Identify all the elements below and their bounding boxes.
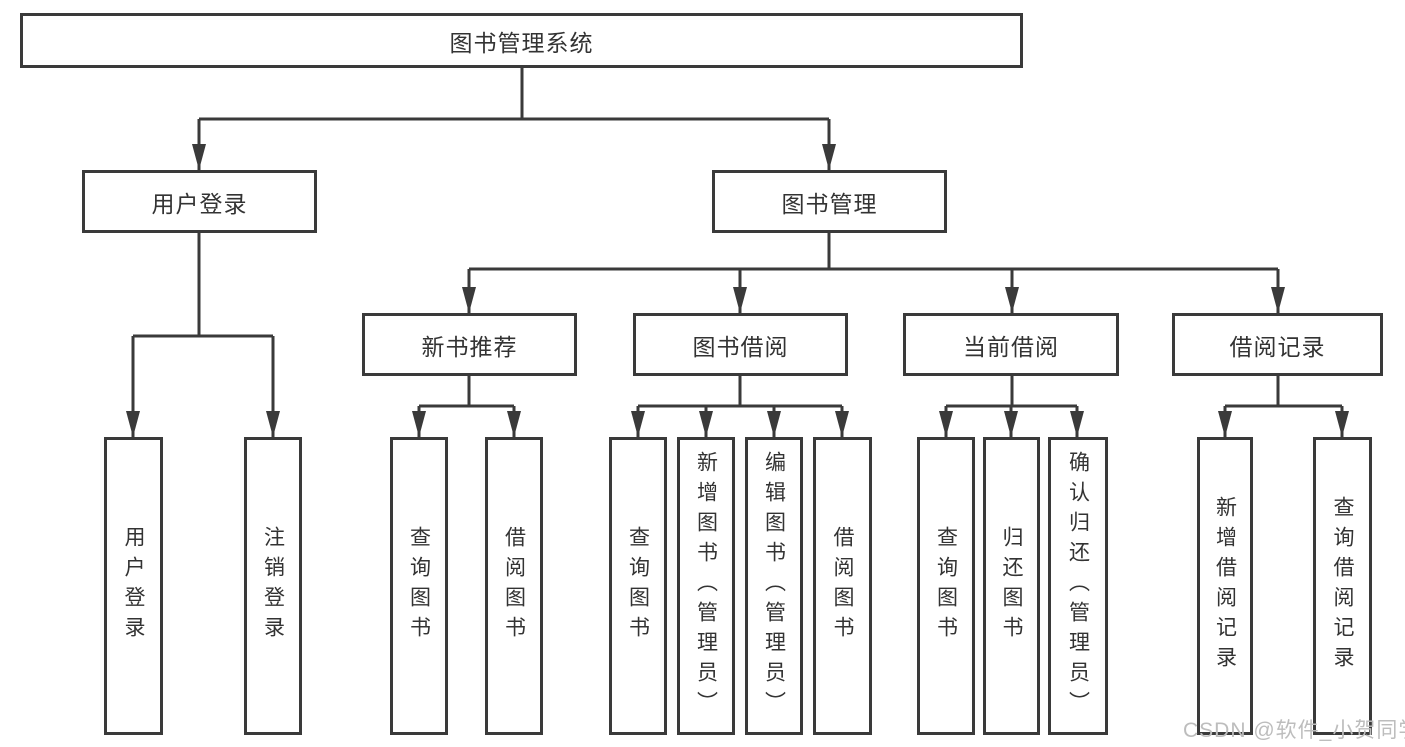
arrow-down-icon (266, 411, 280, 437)
node-current-borrow: 当前借阅 (903, 313, 1119, 376)
node-book-management: 图书管理 (712, 170, 947, 233)
arrow-down-icon (1335, 411, 1349, 437)
leaf-bb-add-books-admin: 新增图书（管理员） (677, 437, 735, 735)
arrow-down-icon (1005, 287, 1019, 313)
leaf-bb-edit-books-admin: 编辑图书（管理员） (745, 437, 803, 735)
arrow-down-icon (699, 411, 713, 437)
arrow-down-icon (1271, 287, 1285, 313)
leaf-nb-borrow-books: 借阅图书 (485, 437, 543, 735)
node-book-borrow: 图书借阅 (633, 313, 848, 376)
arrow-down-icon (1070, 411, 1084, 437)
connector-root (197, 68, 831, 170)
leaf-cb-confirm-return-admin: 确认归还（管理员） (1048, 437, 1108, 735)
leaf-bb-query-books: 查询图书 (609, 437, 667, 735)
arrowhead-icons (126, 144, 1349, 437)
arrow-down-icon (1004, 411, 1018, 437)
leaf-nb-query-books: 查询图书 (390, 437, 448, 735)
node-new-book-recommend: 新书推荐 (362, 313, 577, 376)
leaf-br-query-borrow-record: 查询借阅记录 (1313, 437, 1372, 735)
arrow-down-icon (733, 287, 747, 313)
node-user-login: 用户登录 (82, 170, 317, 233)
arrow-down-icon (462, 287, 476, 313)
arrow-down-icon (822, 144, 836, 170)
connector-book-borrow (636, 376, 844, 437)
arrow-down-icon (412, 411, 426, 437)
connector-book-management (467, 233, 1280, 313)
leaf-user-login: 用户登录 (104, 437, 163, 735)
leaf-cb-return-books: 归还图书 (983, 437, 1040, 735)
leaf-bb-borrow-books: 借阅图书 (813, 437, 872, 735)
arrow-down-icon (631, 411, 645, 437)
connector-user-login (131, 233, 275, 437)
connector-new-book-recommend (417, 376, 516, 437)
csdn-watermark: CSDN @软件_小贺同学 (1183, 719, 1405, 742)
connector-lines (131, 68, 1344, 437)
leaf-cb-query-books: 查询图书 (917, 437, 975, 735)
node-borrow-records: 借阅记录 (1172, 313, 1383, 376)
node-library-management-system: 图书管理系统 (20, 13, 1023, 68)
arrow-down-icon (507, 411, 521, 437)
leaf-br-add-borrow-record: 新增借阅记录 (1197, 437, 1253, 735)
arrow-down-icon (835, 411, 849, 437)
arrow-down-icon (192, 144, 206, 170)
arrow-down-icon (126, 411, 140, 437)
leaf-logout: 注销登录 (244, 437, 302, 735)
arrow-down-icon (1218, 411, 1232, 437)
arrow-down-icon (939, 411, 953, 437)
connector-borrow-records (1223, 376, 1344, 437)
arrow-down-icon (767, 411, 781, 437)
